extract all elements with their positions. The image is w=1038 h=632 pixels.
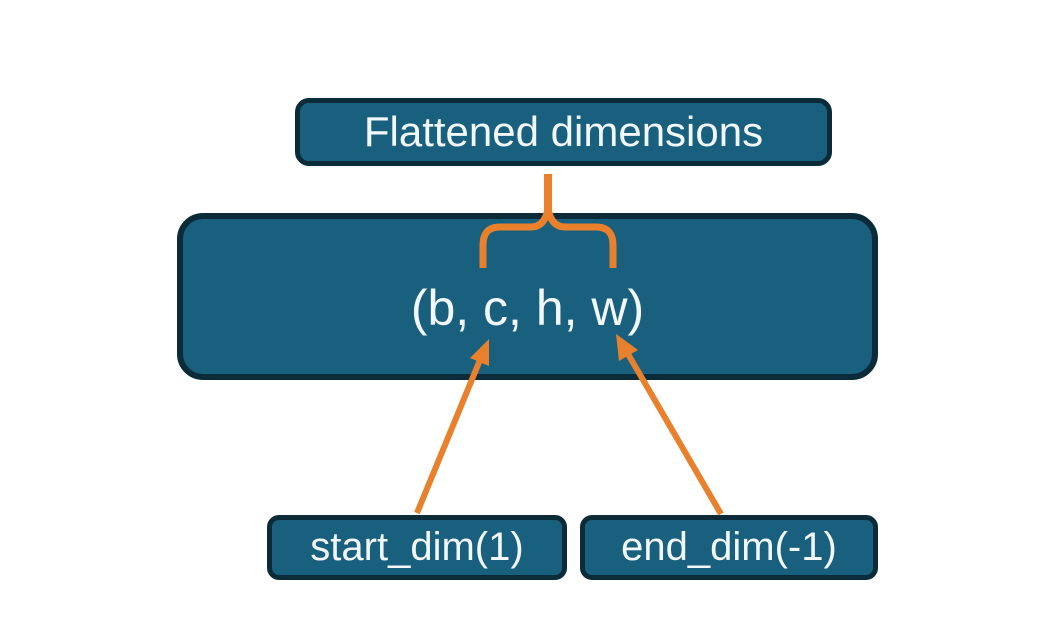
flattened-dimensions-box: Flattened dimensions bbox=[295, 98, 832, 166]
end-dim-box: end_dim(-1) bbox=[580, 515, 878, 580]
start-dim-label: start_dim(1) bbox=[310, 525, 524, 569]
flattened-dimensions-label: Flattened dimensions bbox=[363, 108, 764, 155]
start-dim-arrow-line bbox=[414, 358, 483, 515]
tensor-shape-box: (b, c, h, w) bbox=[177, 213, 878, 380]
start-dim-box: start_dim(1) bbox=[267, 515, 567, 580]
end-dim-label: end_dim(-1) bbox=[621, 525, 837, 569]
tensor-shape-label: (b, c, h, w) bbox=[410, 279, 645, 336]
